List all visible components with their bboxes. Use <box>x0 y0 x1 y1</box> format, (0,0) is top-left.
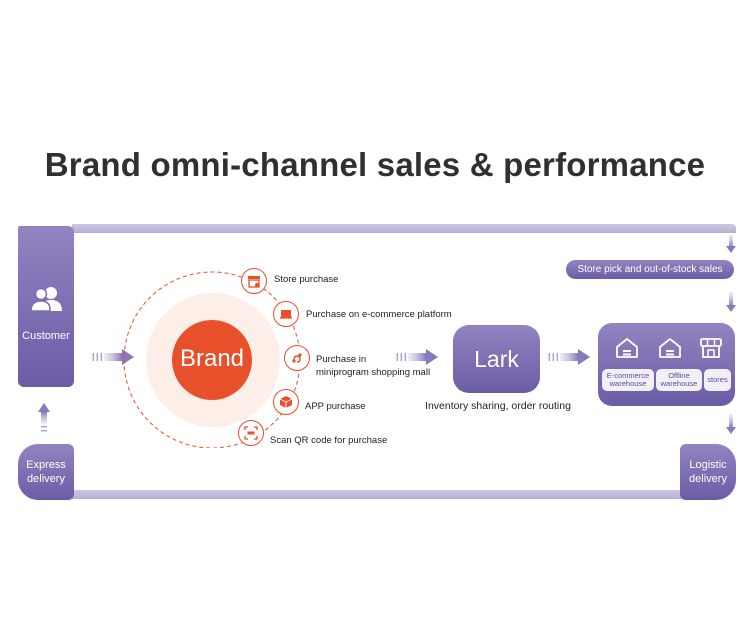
express-delivery-line1: Express <box>26 459 66 471</box>
warehouse-icon <box>616 338 638 358</box>
store-pick-label: Store pick and out-of-stock sales <box>577 264 723 275</box>
channel-store-label: Store purchase <box>274 274 339 285</box>
arrow-down-to-warehouses <box>726 292 736 312</box>
lark-label: Lark <box>474 346 519 372</box>
express-delivery-node <box>18 444 74 500</box>
users-icon <box>30 287 62 312</box>
miniprogram-icon <box>284 345 310 371</box>
arrow-down-to-logistic <box>726 414 736 434</box>
arrow-channels-to-lark <box>396 349 438 365</box>
ecommerce-warehouse-line1: E-commerce <box>606 371 650 380</box>
store-pick-pill <box>566 260 734 279</box>
dashed-ring <box>123 271 300 448</box>
arrow-customer-to-brand <box>92 349 134 365</box>
channel-miniprogram-line2: miniprogram shopping mall <box>316 367 431 378</box>
customer-label: Customer <box>22 330 70 342</box>
ecommerce-warehouse-label: E-commerce warehouse <box>602 369 654 391</box>
lark-caption: Inventory sharing, order routing <box>425 400 571 412</box>
express-delivery-label: Express delivery <box>18 458 74 486</box>
warehouse-icon <box>659 338 681 358</box>
brand-label: Brand <box>179 345 245 372</box>
box-icon <box>273 389 299 415</box>
offline-warehouse-line2: warehouse <box>660 379 698 388</box>
stores-label: stores <box>704 369 731 391</box>
channel-ecommerce-label: Purchase on e-commerce platform <box>306 309 452 320</box>
arrow-express-to-customer <box>38 403 50 432</box>
store-icon <box>241 268 267 294</box>
stores-line1: stores <box>707 375 728 384</box>
channel-miniprogram-line1: Purchase in <box>316 354 367 365</box>
express-delivery-line2: delivery <box>27 473 65 485</box>
offline-warehouse-line1: Offline <box>668 371 690 380</box>
qr-scan-icon <box>238 420 264 446</box>
logistic-delivery-line1: Logistic <box>689 459 727 471</box>
bottom-loop-bar <box>72 490 684 499</box>
arrow-down-to-store-pick <box>726 235 736 253</box>
laptop-icon <box>273 301 299 327</box>
logistic-delivery-label: Logistic delivery <box>680 458 736 486</box>
channel-qr-label: Scan QR code for purchase <box>270 435 388 446</box>
top-loop-bar <box>72 224 736 233</box>
diagram-title: Brand omni-channel sales & performance <box>44 146 706 183</box>
channel-miniprogram-label: Purchase in miniprogram shopping mall <box>316 353 430 379</box>
fulfillment-node <box>598 323 735 406</box>
shop-icon <box>700 338 722 358</box>
offline-warehouse-label: Offline warehouse <box>656 369 702 391</box>
ecommerce-warehouse-line2: warehouse <box>609 379 647 388</box>
brand-node <box>172 320 252 400</box>
logistic-delivery-line2: delivery <box>689 473 727 485</box>
lark-node <box>453 325 540 393</box>
channel-app-label: APP purchase <box>305 401 366 412</box>
logistic-delivery-node <box>680 444 736 500</box>
arrow-lark-to-warehouses <box>548 349 590 365</box>
